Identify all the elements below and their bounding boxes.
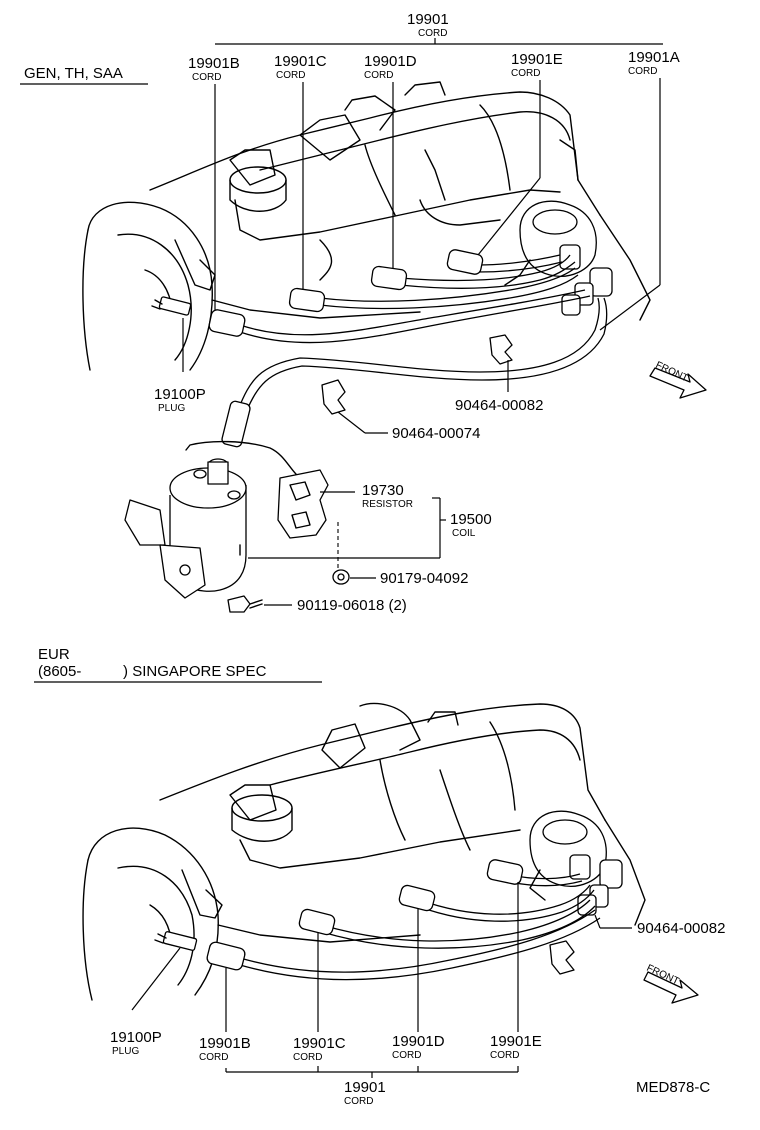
top-plug-label: PLUG xyxy=(158,403,185,414)
bottom-header-line1: EUR xyxy=(38,646,70,663)
top-cord-e-label: CORD xyxy=(511,68,540,79)
top-cordset-number: 19901 xyxy=(407,11,449,28)
top-section: GEN, TH, SAA 19901 CORD 19901B CORD 1990… xyxy=(20,11,707,614)
resistor-number: 19730 xyxy=(362,482,404,499)
top-cord-b-number: 19901B xyxy=(188,55,240,72)
top-clamp-90464-00074 xyxy=(321,379,388,434)
resistor-label: RESISTOR xyxy=(362,499,413,510)
top-clamp-2-number: 90464-00074 xyxy=(392,425,480,442)
top-distributor xyxy=(504,200,613,316)
top-cord-a-label: CORD xyxy=(628,66,657,77)
bottom-plug-number: 19100P xyxy=(110,1029,162,1046)
top-clamp-1-number: 90464-00082 xyxy=(455,397,543,414)
bottom-cords xyxy=(206,859,601,981)
top-cords xyxy=(208,249,608,448)
top-engine-block xyxy=(82,81,651,371)
ballast-resistor xyxy=(277,469,329,539)
bottom-cord-e-label: CORD xyxy=(490,1050,519,1061)
bottom-cord-d-number: 19901D xyxy=(392,1033,445,1050)
bottom-cordset-number: 19901 xyxy=(344,1079,386,1096)
bottom-front-arrow-icon xyxy=(643,971,699,1004)
bottom-cord-c-number: 19901C xyxy=(293,1035,346,1052)
coil-number: 19500 xyxy=(450,511,492,528)
top-spark-plug xyxy=(151,296,192,372)
bottom-spark-plug xyxy=(131,931,198,1011)
top-cord-a-number: 19901A xyxy=(628,49,680,66)
bottom-section: EUR (8605- ) SINGAPORE SPEC xyxy=(34,646,725,1107)
bottom-cord-c-label: CORD xyxy=(293,1052,322,1063)
bolt-90119-06018 xyxy=(227,595,263,613)
top-plug-number: 19100P xyxy=(154,386,206,403)
coil-label: COIL xyxy=(452,528,476,539)
top-cord-b-label: CORD xyxy=(192,72,221,83)
bottom-clamp-number: 90464-00082 xyxy=(637,920,725,937)
ignition-coil xyxy=(124,440,301,599)
bottom-cord-b-label: CORD xyxy=(199,1052,228,1063)
drawing-code: MED878-C xyxy=(636,1079,710,1096)
top-cord-d-label: CORD xyxy=(364,70,393,81)
top-cord-c-label: CORD xyxy=(276,70,305,81)
bottom-clamp-90464-00082 xyxy=(549,914,632,975)
top-cordset-label: CORD xyxy=(418,28,447,39)
top-cord-e-number: 19901E xyxy=(511,51,563,68)
top-clamp-90464-00082 xyxy=(489,334,513,392)
top-header: GEN, TH, SAA xyxy=(24,65,123,82)
bottom-plug-label: PLUG xyxy=(112,1046,139,1057)
bottom-cordset-label: CORD xyxy=(344,1096,373,1107)
bottom-cord-e-number: 19901E xyxy=(490,1033,542,1050)
bottom-distributor xyxy=(529,810,623,916)
bolt-number: 90119-06018 (2) xyxy=(297,597,407,614)
bottom-cord-b-number: 19901B xyxy=(199,1035,251,1052)
nut-90179-04092 xyxy=(332,569,350,585)
top-front-arrow-icon xyxy=(649,367,707,399)
bottom-cord-d-label: CORD xyxy=(392,1050,421,1061)
top-cord-d-number: 19901D xyxy=(364,53,417,70)
nut-number: 90179-04092 xyxy=(380,570,468,587)
top-cord-c-number: 19901C xyxy=(274,53,327,70)
bottom-header-line2: (8605- ) SINGAPORE SPEC xyxy=(38,663,267,680)
